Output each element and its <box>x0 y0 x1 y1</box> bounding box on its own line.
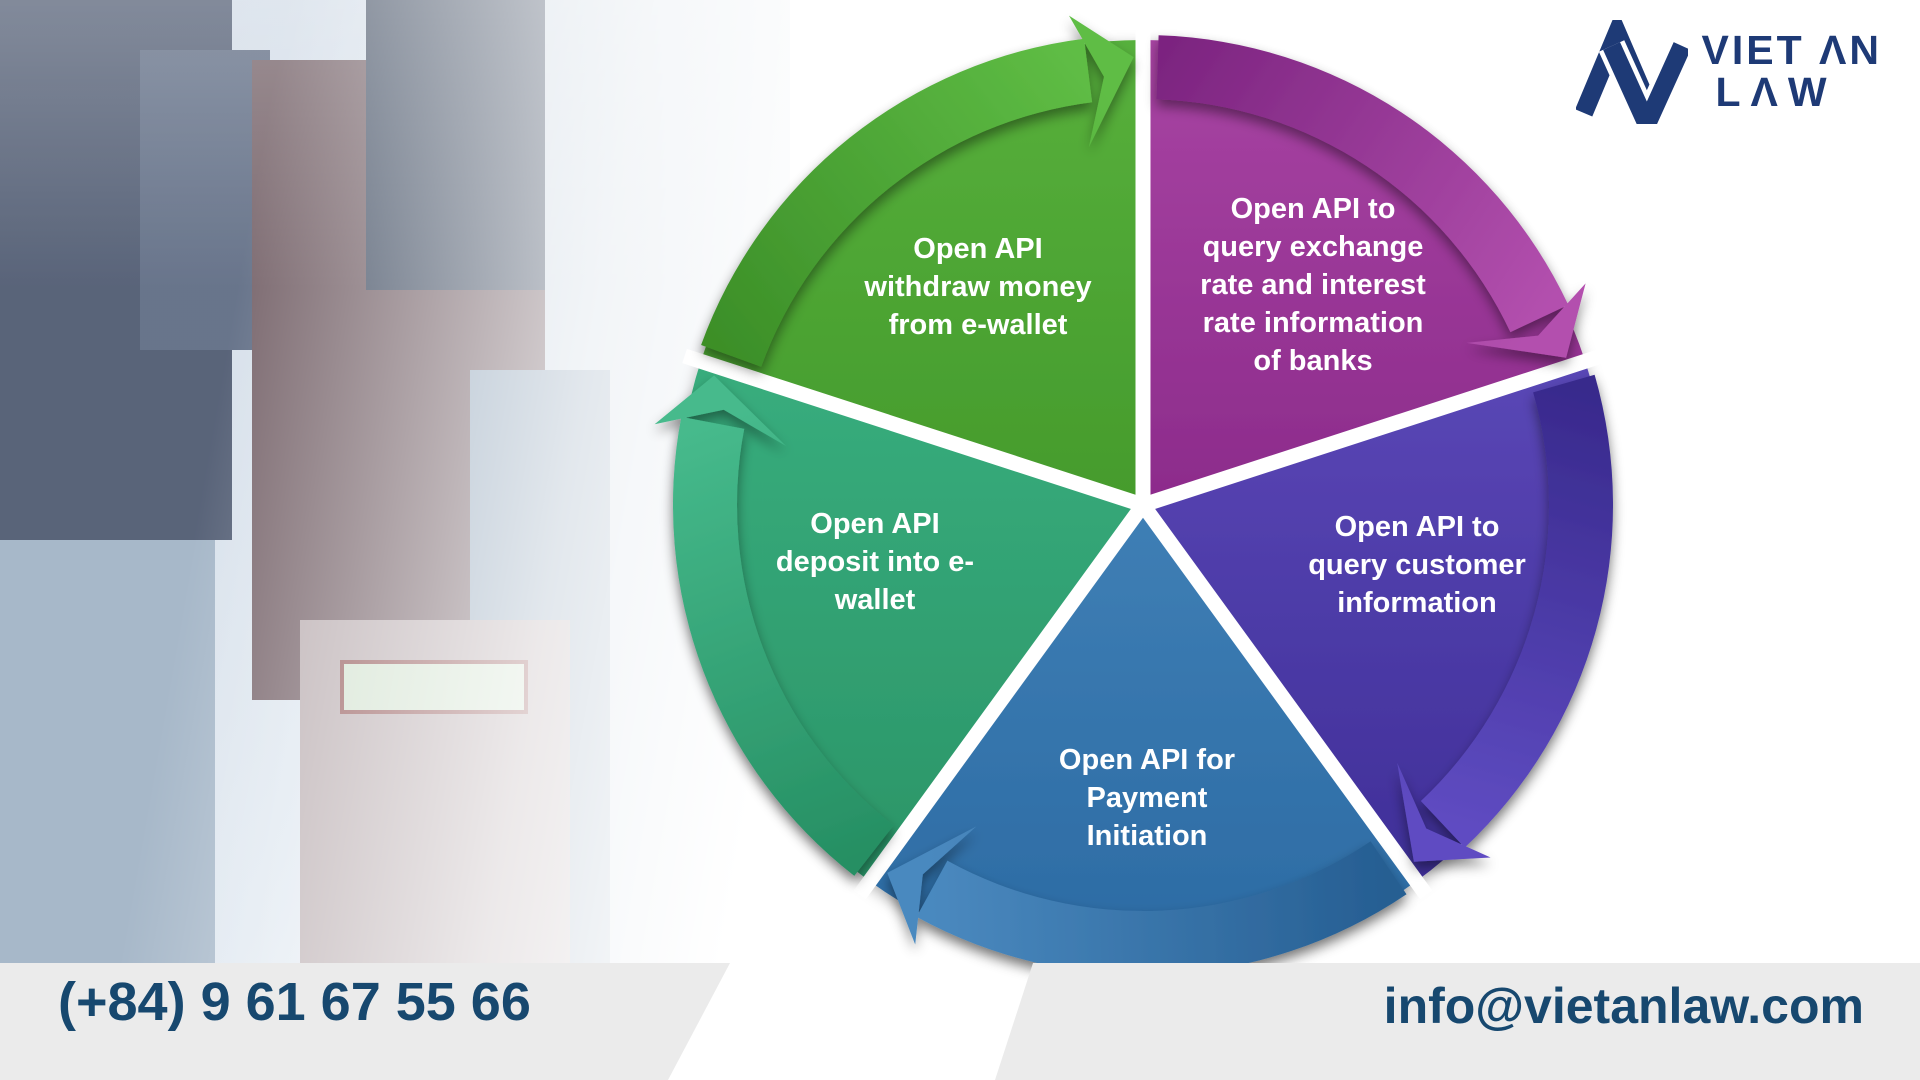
footer: (+84) 9 61 67 55 66 info@vietanlaw.com <box>0 963 1920 1080</box>
segment-gap-line <box>853 500 1150 900</box>
segment-withdraw-arrow-band <box>701 38 1093 367</box>
segment-withdraw-arrow-head <box>1069 15 1134 148</box>
vietanlaw-logo-icon <box>1575 20 1688 124</box>
phone-number: (+84) 9 61 67 55 66 <box>58 972 531 1032</box>
segment-payment-arrow-head <box>887 826 977 945</box>
segment-exchange-rate-arrow-band <box>1156 35 1569 333</box>
segment-exchange-rate-arrow-head <box>1466 283 1586 358</box>
segment-withdraw-wedge <box>700 40 1143 505</box>
segment-customer-info-arrow-head <box>1397 762 1491 862</box>
segment-payment-wedge <box>869 505 1417 970</box>
segment-deposit-arrow-band <box>672 416 894 876</box>
segment-gaps <box>682 23 1604 900</box>
arrows <box>654 15 1614 976</box>
segment-payment-arrow-band <box>916 841 1407 976</box>
logo-text-line1: VIET ΛN <box>1701 27 1882 74</box>
footer-left-bar <box>0 963 730 1080</box>
footer-right-bar <box>995 963 1920 1080</box>
segment-gap-line <box>1136 500 1433 900</box>
logo-text-line2: LΛW <box>1715 69 1837 115</box>
wedges <box>678 40 1608 970</box>
segment-customer-info-arrow-band <box>1420 374 1614 848</box>
vietanlaw-logo: VIET ΛN LΛW <box>1575 20 1882 124</box>
segment-exchange-rate-wedge <box>1143 40 1586 505</box>
segment-gap-line <box>682 348 1146 513</box>
segment-gap-line <box>1140 348 1604 513</box>
photo-white-fade <box>0 0 790 963</box>
email-address: info@vietanlaw.com <box>1383 978 1864 1034</box>
segment-deposit-arrow-head <box>654 375 786 446</box>
